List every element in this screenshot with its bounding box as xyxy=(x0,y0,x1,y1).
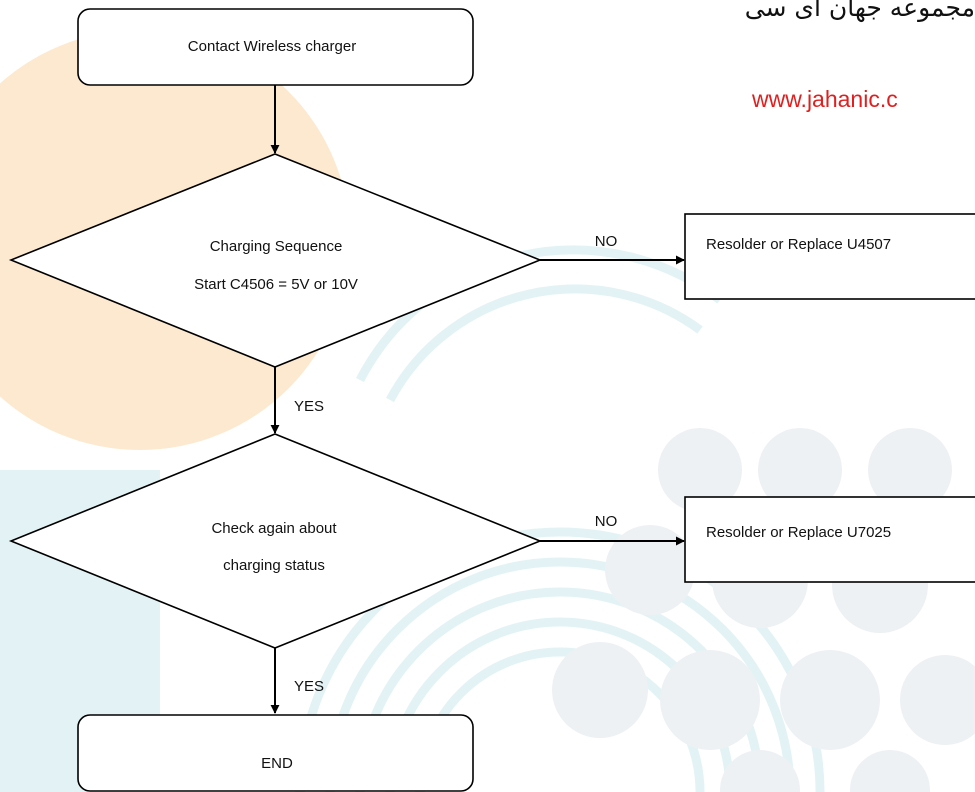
action-box-u7025: Resolder or Replace U7025 xyxy=(684,496,975,583)
end-box: END xyxy=(77,714,474,792)
decision1-line1: Charging Sequence xyxy=(210,238,343,255)
watermark-brand-persian: مجموعه جهان آی سی xyxy=(744,0,975,22)
decision1-yes-label: YES xyxy=(294,398,324,415)
watermark-dots xyxy=(552,428,975,792)
decision2-line1: Check again about xyxy=(211,520,337,537)
action-u7025-label: Resolder or Replace U7025 xyxy=(706,524,891,541)
decision1-line2: Start C4506 = 5V or 10V xyxy=(194,276,358,293)
action-box-u4507: Resolder or Replace U4507 xyxy=(684,213,975,300)
start-box: Contact Wireless charger xyxy=(77,8,474,86)
decision2-yes-label: YES xyxy=(294,678,324,695)
decision2-no-label: NO xyxy=(595,513,618,530)
start-label: Contact Wireless charger xyxy=(188,38,356,55)
action-u4507-label: Resolder or Replace U4507 xyxy=(706,236,891,253)
decision2-line2: charging status xyxy=(223,557,325,574)
end-label: END xyxy=(261,755,293,772)
decision2-diamond: Check again about charging status xyxy=(8,433,543,649)
watermark-url: www.jahanic.c xyxy=(752,86,898,112)
decision1-diamond: Charging Sequence Start C4506 = 5V or 10… xyxy=(8,153,543,368)
decision1-no-label: NO xyxy=(595,233,618,250)
